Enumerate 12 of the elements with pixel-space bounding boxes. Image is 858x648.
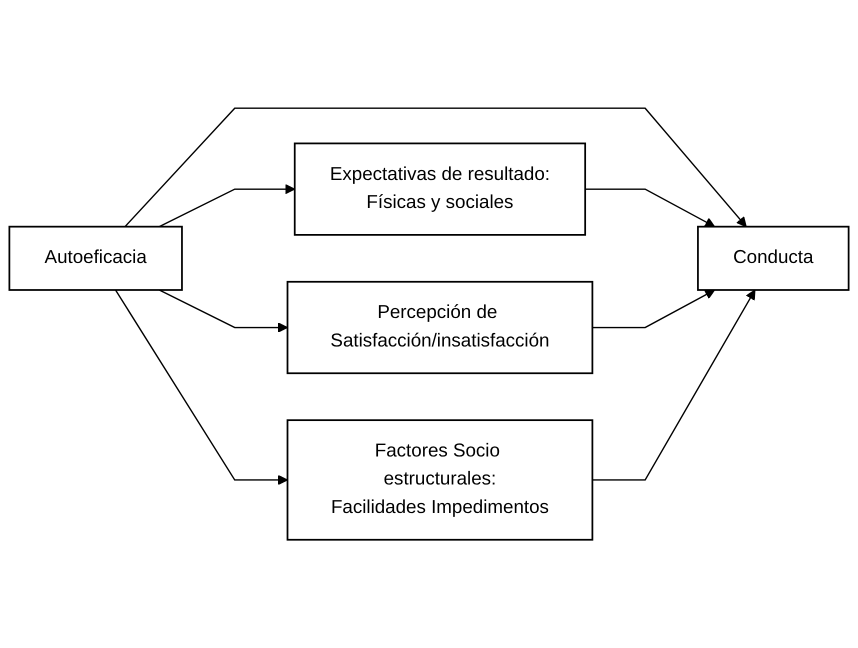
arrow	[159, 184, 296, 228]
node-box: Autoeficacia	[8, 226, 183, 291]
node-box: Percepción de Satisfacción/insatisfacción	[286, 280, 594, 374]
arrow	[592, 290, 716, 328]
arrow	[124, 108, 747, 228]
arrow	[159, 289, 288, 333]
node-box: Factores Socio estructurales: Facilidades Impedimentos	[286, 419, 594, 541]
arrow	[585, 188, 716, 228]
node-box: Expectativas de resultado: Físicas y sociales	[294, 142, 586, 236]
arrow	[592, 290, 756, 481]
node-box: Conducta	[697, 226, 850, 291]
arrow	[114, 290, 288, 486]
